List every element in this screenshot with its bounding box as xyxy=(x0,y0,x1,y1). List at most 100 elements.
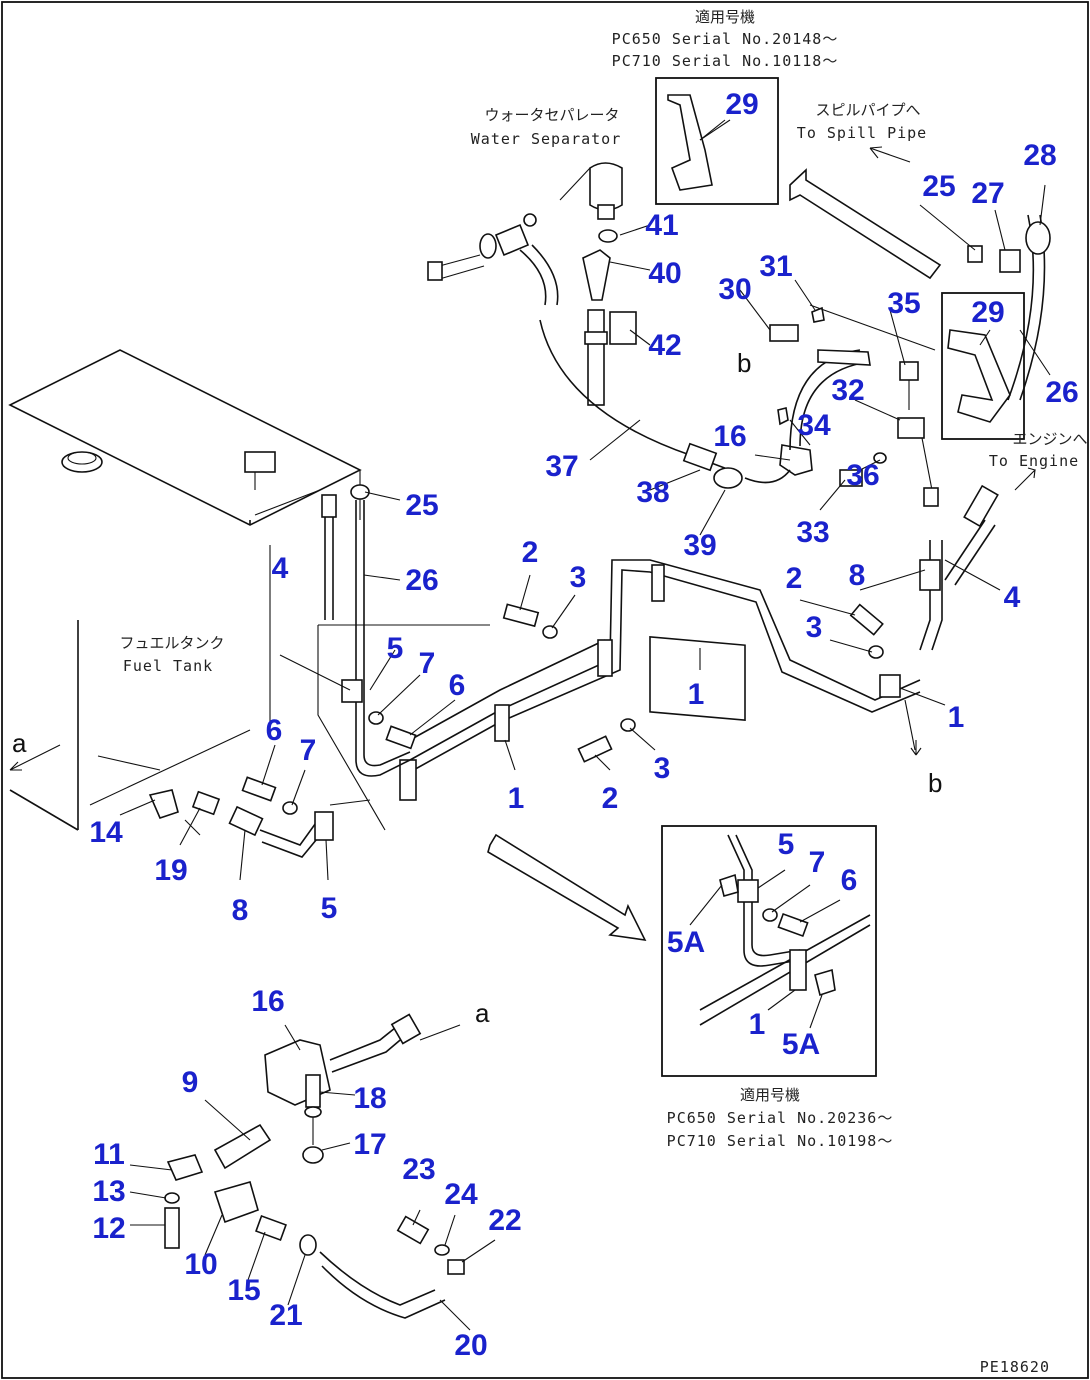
inset-part-number-7: 7 xyxy=(809,846,826,879)
fuel-tank-jp: フュエルタンク xyxy=(119,634,224,652)
part-number-38: 38 xyxy=(636,476,669,509)
part-number-23: 23 xyxy=(402,1153,435,1186)
part-number-8-right: 8 xyxy=(849,559,866,592)
inset-5a xyxy=(661,825,877,1077)
part-number-26-left: 26 xyxy=(405,564,438,597)
part-number-25-right: 25 xyxy=(922,170,955,203)
serial-note-top-2: PC710 Serial No.10118～ xyxy=(612,52,839,70)
inset-bracket-29 xyxy=(655,77,779,205)
to-spill-pipe-arrow xyxy=(789,146,942,280)
part-number-2-lower: 2 xyxy=(602,782,619,815)
part-number-3-upper: 3 xyxy=(570,561,587,594)
bracket-29-right-drawing xyxy=(947,329,1011,423)
part-number-29: 29 xyxy=(725,88,758,121)
part-number-29-right: 29 xyxy=(971,296,1004,329)
part-number-5-upper: 5 xyxy=(387,632,404,665)
fuel-tank xyxy=(8,349,362,831)
bolts-2-3 xyxy=(502,603,884,763)
part-number-36: 36 xyxy=(846,459,879,492)
bracket-16-top xyxy=(744,349,871,484)
part-number-26-right: 26 xyxy=(1045,376,1078,409)
lower-left-fittings xyxy=(89,729,371,858)
inset-part-number-5a-bottom: 5A xyxy=(782,1028,820,1061)
serial-note-top-1: PC650 Serial No.20148～ xyxy=(612,30,839,48)
part-number-12: 12 xyxy=(92,1212,125,1245)
hose-26-right xyxy=(919,204,1051,401)
part-number-34: 34 xyxy=(797,409,831,442)
leader-lines xyxy=(119,119,1051,1331)
part-number-28: 28 xyxy=(1023,139,1056,172)
part-number-27: 27 xyxy=(971,177,1004,210)
part-number-9: 9 xyxy=(182,1066,199,1099)
fuel-tank-en: Fuel Tank xyxy=(123,657,213,675)
part-number-16-bottom: 16 xyxy=(251,985,284,1018)
part-number-37: 37 xyxy=(545,450,578,483)
applicable-models-top: 適用号機 xyxy=(695,8,755,26)
to-engine-en: To Engine xyxy=(989,452,1079,470)
part-number-30: 30 xyxy=(718,273,751,306)
inset-part-number-6: 6 xyxy=(841,864,858,897)
part-number-2-upper: 2 xyxy=(522,536,539,569)
part-number-13: 13 xyxy=(92,1175,125,1208)
serial-note-bottom-1: PC650 Serial No.20236～ xyxy=(667,1109,894,1127)
inset-5a-drawing xyxy=(699,834,871,1026)
part-number-4-right: 4 xyxy=(1004,581,1021,614)
inset-part-number-1: 1 xyxy=(749,1008,766,1041)
ref-b-bottom: b xyxy=(928,768,942,798)
inset-bracket-29-right xyxy=(941,292,1025,440)
part-number-1-lower: 1 xyxy=(508,782,525,815)
water-separator xyxy=(523,162,637,406)
ref-a-left: a xyxy=(12,728,27,758)
part-number-10: 10 xyxy=(184,1248,217,1281)
part-number-2-right: 2 xyxy=(786,562,803,595)
inset-part-number-5a-left: 5A xyxy=(667,926,705,959)
to-engine-jp: エンジンへ xyxy=(1012,430,1087,448)
part-number-16-top: 16 xyxy=(713,420,746,453)
part-number-21: 21 xyxy=(269,1299,302,1332)
bracket-29-inset-drawing xyxy=(667,94,726,191)
drawing-code: PE18620 xyxy=(980,1358,1050,1376)
pipe-4-left xyxy=(269,484,490,831)
part-number-33: 33 xyxy=(796,516,829,549)
detail-arrow xyxy=(487,833,647,942)
to-spill-pipe-en: To Spill Pipe xyxy=(797,124,927,142)
part-number-41: 41 xyxy=(645,209,678,242)
part-number-3-lower: 3 xyxy=(654,752,671,785)
part-number-6-upper: 6 xyxy=(449,669,466,702)
part-number-19: 19 xyxy=(154,854,187,887)
part-number-15: 15 xyxy=(227,1274,260,1307)
ref-b-arrow xyxy=(910,740,922,756)
part-number-7-upper: 7 xyxy=(419,647,436,680)
part-number-39: 39 xyxy=(683,529,716,562)
part-number-25-left: 25 xyxy=(405,489,438,522)
ref-b-top: b xyxy=(737,348,751,378)
hose-37 xyxy=(427,223,743,489)
part-number-35: 35 xyxy=(887,287,920,320)
part-number-31: 31 xyxy=(759,250,792,283)
to-engine-arrow xyxy=(1014,467,1037,491)
part-number-40: 40 xyxy=(648,257,681,290)
part-number-20: 20 xyxy=(454,1329,487,1362)
part-number-7-left: 7 xyxy=(300,734,317,767)
lower-assembly xyxy=(164,1013,465,1319)
serial-note-bottom-2: PC710 Serial No.10198～ xyxy=(667,1132,894,1150)
connector-assembly xyxy=(769,304,939,507)
applicable-models-bottom: 適用号機 xyxy=(740,1086,800,1104)
part-number-11: 11 xyxy=(93,1138,125,1171)
water-separator-jp: ウォータセパレータ xyxy=(484,106,619,124)
part-number-5-left: 5 xyxy=(321,892,338,925)
part-number-8-left: 8 xyxy=(232,894,249,927)
main-tube-1 xyxy=(399,559,921,801)
part-number-22: 22 xyxy=(488,1204,521,1237)
part-number-14: 14 xyxy=(89,816,123,849)
part-number-24: 24 xyxy=(444,1178,478,1211)
ref-a-arrow xyxy=(9,744,61,771)
inset-part-number-5: 5 xyxy=(778,828,795,861)
part-number-42: 42 xyxy=(648,329,681,362)
part-number-18: 18 xyxy=(353,1082,386,1115)
ref-a-bottom: a xyxy=(475,998,490,1028)
part-number-1-center: 1 xyxy=(688,678,705,711)
